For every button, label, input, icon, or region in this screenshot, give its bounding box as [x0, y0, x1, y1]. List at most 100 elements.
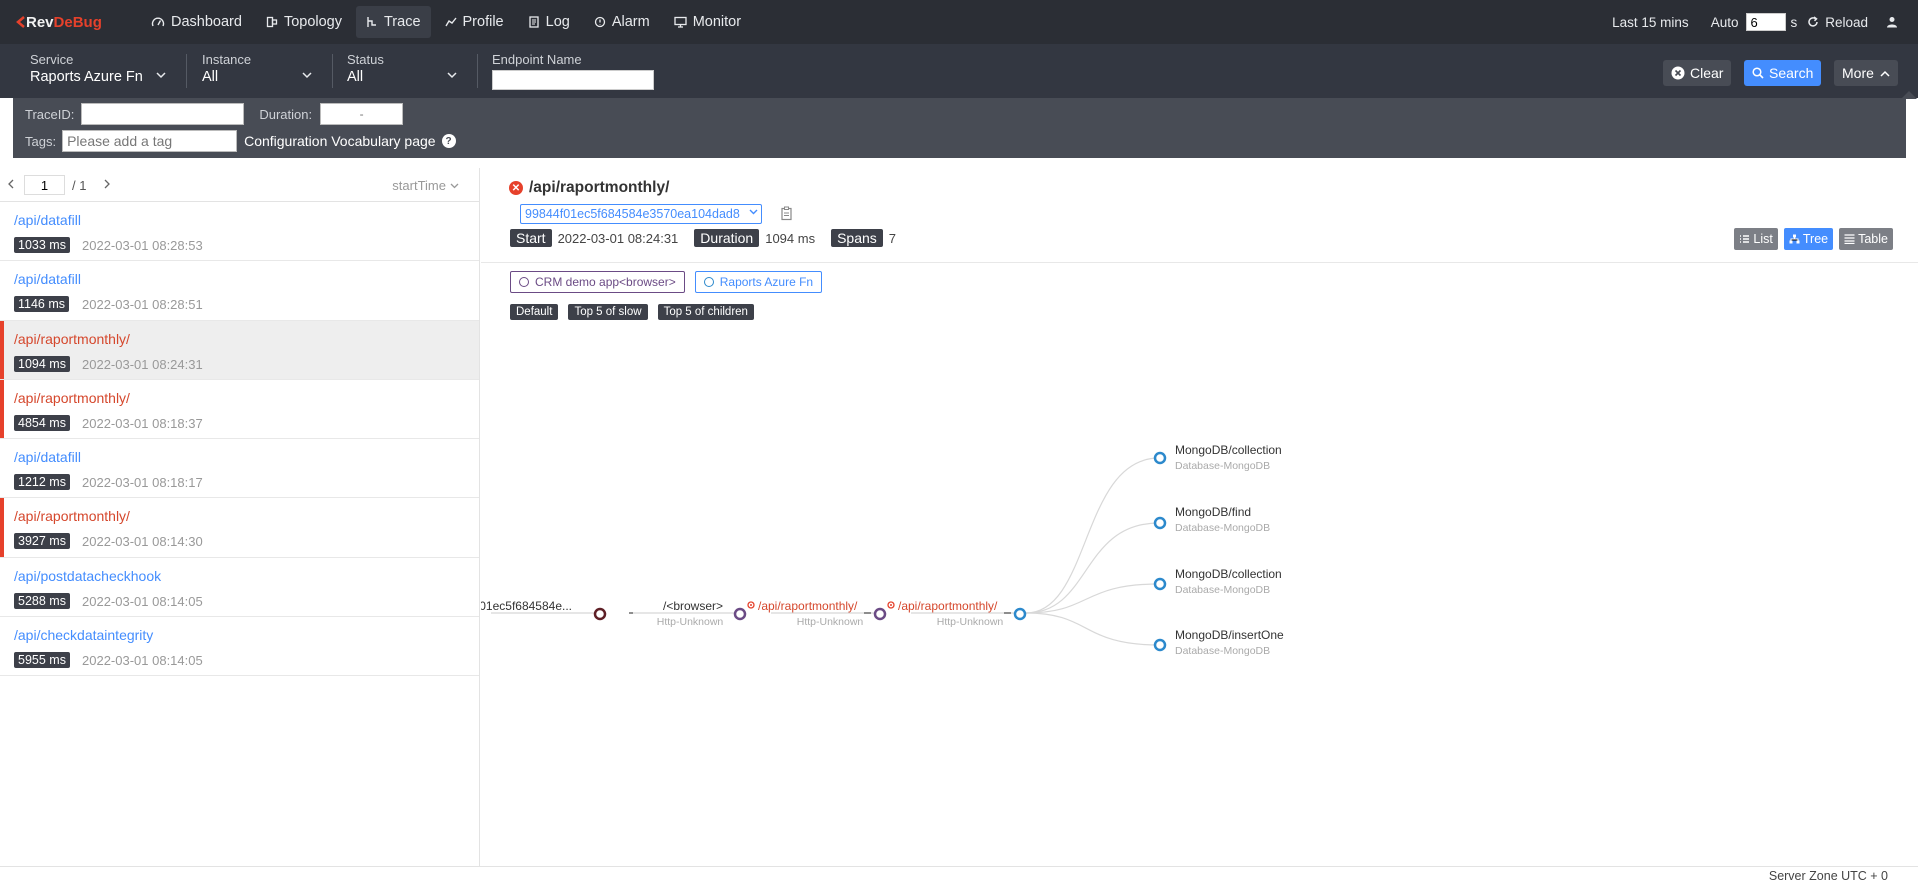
- trace-filter-bar: Service Raports Azure Fn Instance All St…: [0, 44, 1918, 98]
- endpoint-name-input[interactable]: [492, 70, 654, 90]
- chevron-down-icon: [450, 183, 459, 188]
- tags-input[interactable]: [62, 130, 238, 152]
- service-legend-raports[interactable]: Raports Azure Fn: [694, 271, 823, 293]
- trace-duration-badge: 1212 ms: [14, 474, 70, 491]
- tree-edge: [1025, 612, 1160, 646]
- chevron-down-icon: [447, 72, 457, 79]
- error-marker-icon: [887, 601, 895, 609]
- trace-detail-pane: ✕ /api/raportmonthly/ 99844f01ec5f684584…: [481, 168, 1918, 866]
- tree-node-api2[interactable]: [1013, 607, 1027, 621]
- tree-node-root[interactable]: [593, 607, 607, 621]
- total-pages: / 1: [72, 178, 87, 193]
- search-button[interactable]: Search: [1744, 60, 1822, 86]
- nav-topology[interactable]: Topology: [256, 6, 352, 38]
- filter-default[interactable]: Default: [510, 304, 559, 320]
- auto-refresh-toggle[interactable]: Auto: [1710, 14, 1739, 30]
- trace-id-select[interactable]: 99844f01ec5f684584e3570ea104dad8: [520, 204, 762, 224]
- chevron-down-icon: [302, 72, 312, 79]
- trace-duration-badge: 5955 ms: [14, 652, 70, 669]
- nav-dashboard[interactable]: Dashboard: [141, 6, 252, 38]
- trace-list-item[interactable]: /api/datafill 1146 ms 2022-03-01 08:28:5…: [0, 261, 479, 321]
- tree-node-leaf[interactable]: [1153, 451, 1167, 465]
- tree-node-api1[interactable]: [873, 607, 887, 621]
- filter-top5-slow[interactable]: Top 5 of slow: [568, 304, 648, 320]
- trace-list-item[interactable]: /api/raportmonthly/ 4854 ms 2022-03-01 0…: [0, 379, 479, 440]
- clear-label: Clear: [1690, 65, 1724, 81]
- trace-endpoint-name: /api/datafill: [14, 212, 81, 228]
- tree-leaf-label: MongoDB/insertOne: [1175, 628, 1284, 642]
- prev-page-icon[interactable]: [7, 179, 15, 189]
- topology-icon: [266, 16, 278, 28]
- service-legend-label: CRM demo app<browser>: [535, 275, 676, 289]
- trace-list-item[interactable]: /api/raportmonthly/ 3927 ms 2022-03-01 0…: [0, 498, 479, 558]
- trace-list-item[interactable]: /api/checkdataintegrity 5955 ms 2022-03-…: [0, 617, 479, 677]
- auto-refresh-seconds-input[interactable]: [1746, 13, 1787, 31]
- tree-view-button[interactable]: Tree: [1783, 228, 1834, 250]
- reload-button[interactable]: Reload: [1807, 15, 1868, 30]
- search-label: Search: [1769, 65, 1814, 81]
- instance-select[interactable]: Instance All: [202, 52, 312, 85]
- trace-list-item[interactable]: /api/datafill 1033 ms 2022-03-01 08:28:5…: [0, 202, 479, 262]
- trace-list-item[interactable]: /api/datafill 1212 ms 2022-03-01 08:18:1…: [0, 439, 479, 499]
- tree-node-browser[interactable]: [733, 607, 747, 621]
- service-select[interactable]: Service Raports Azure Fn: [30, 52, 166, 85]
- dashboard-icon: [151, 17, 165, 27]
- spans-label: Spans: [831, 229, 883, 247]
- trace-title-text: /api/raportmonthly/: [529, 179, 670, 196]
- tree-node-leaf[interactable]: [1153, 577, 1167, 591]
- nav-profile-label: Profile: [462, 14, 504, 30]
- nav-monitor[interactable]: Monitor: [664, 6, 751, 38]
- vocabulary-link[interactable]: Configuration Vocabulary page ?: [244, 133, 456, 149]
- tree-node-leaf[interactable]: [1153, 638, 1167, 652]
- traceid-input[interactable]: [81, 103, 245, 125]
- tree-node-browser-type: Http-Unknown: [657, 616, 724, 628]
- chevron-down-icon: [156, 72, 166, 79]
- start-label: Start: [510, 229, 552, 247]
- status-select[interactable]: Status All: [347, 52, 457, 85]
- trace-icon: [367, 17, 376, 27]
- table-icon: [1844, 234, 1855, 244]
- user-menu[interactable]: [1886, 16, 1898, 28]
- trace-list-item[interactable]: /api/postdatacheckhook 5288 ms 2022-03-0…: [0, 558, 479, 618]
- trace-duration-badge: 4854 ms: [14, 414, 70, 431]
- nav-trace[interactable]: Trace: [355, 6, 431, 38]
- nav-profile[interactable]: Profile: [435, 6, 514, 38]
- list-icon: [1740, 235, 1750, 243]
- next-page-icon[interactable]: [103, 179, 111, 189]
- copy-icon[interactable]: [780, 206, 793, 221]
- endpoint-filter: Endpoint Name: [492, 52, 654, 90]
- tree-edges: [491, 457, 1160, 646]
- service-legend-crm[interactable]: CRM demo app<browser>: [510, 271, 685, 293]
- nav-alarm-label: Alarm: [611, 14, 650, 30]
- time-range-selector[interactable]: Last 15 mins: [1612, 14, 1689, 30]
- sort-select[interactable]: startTime: [392, 178, 459, 193]
- list-view-button[interactable]: List: [1734, 228, 1778, 250]
- trace-list-pane: / 1 startTime /api/datafill 1033 ms 2022…: [0, 168, 480, 866]
- help-icon[interactable]: ?: [441, 134, 456, 148]
- profile-icon: [444, 17, 457, 27]
- clear-button[interactable]: Clear: [1663, 60, 1732, 86]
- tree-leaf-label: MongoDB/collection: [1175, 443, 1282, 457]
- filter-top5-children[interactable]: Top 5 of children: [657, 304, 754, 320]
- reload-label: Reload: [1825, 14, 1868, 30]
- tree-view-label: Tree: [1802, 232, 1829, 246]
- service-legend: CRM demo app<browser> Raports Azure Fn: [510, 271, 832, 293]
- detail-divider: [481, 262, 1918, 263]
- more-filters-button[interactable]: More: [1834, 60, 1898, 86]
- instance-label: Instance: [202, 52, 252, 67]
- trace-list-item[interactable]: /api/raportmonthly/ 1094 ms 2022-03-01 0…: [0, 320, 479, 380]
- duration-input[interactable]: [320, 103, 404, 125]
- nav-trace-label: Trace: [383, 14, 421, 30]
- nav-log[interactable]: Log: [518, 6, 580, 38]
- user-icon: [1887, 17, 1897, 28]
- nav-alarm[interactable]: Alarm: [584, 6, 660, 38]
- page-number-input[interactable]: [24, 175, 65, 195]
- chevron-down-icon: [749, 209, 758, 215]
- seconds-unit-label: s: [1790, 14, 1798, 30]
- tree-node-leaf[interactable]: [1153, 516, 1167, 530]
- table-view-button[interactable]: Table: [1839, 228, 1893, 250]
- tree-leaf-type: Database-MongoDB: [1175, 460, 1270, 472]
- status-footer: Server Zone UTC + 0: [0, 866, 1918, 885]
- trace-start-time: 2022-03-01 08:28:53: [82, 238, 203, 253]
